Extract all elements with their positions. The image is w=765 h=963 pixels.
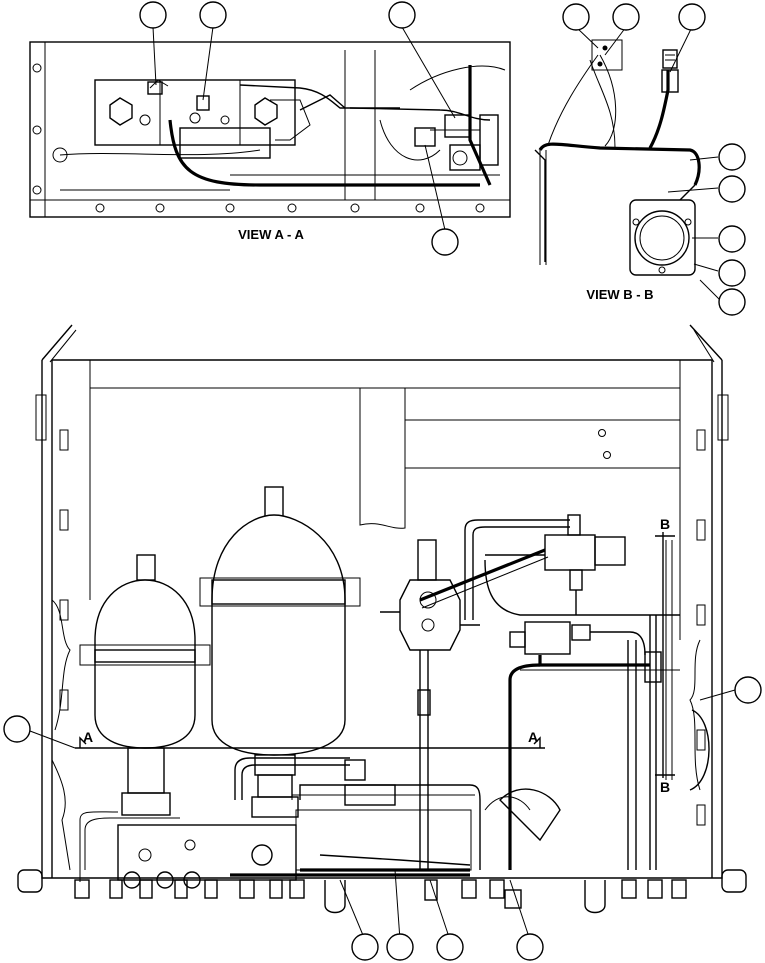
callout-bubble [718,225,746,253]
callout-bubble [351,933,379,961]
main-assembly-drawing [17,324,747,941]
callout-bubble [386,933,414,961]
section-b-top-label: B [660,516,670,532]
callout-bubble [388,1,416,29]
callout-bubble [718,175,746,203]
callout-bubble [199,1,227,29]
section-a-left-label: A [83,729,93,745]
section-b-bottom-label: B [660,779,670,795]
view-b-label: VIEW B - B [586,287,653,302]
callout-bubble [678,3,706,31]
callout-bubble [3,715,31,743]
callout-bubble [612,3,640,31]
view-b-drawing [534,26,721,301]
callout-bubble [718,259,746,287]
callout-bubble [562,3,590,31]
view-a-drawing [29,26,511,231]
view-a-label: VIEW A - A [238,227,304,242]
callout-bubble [734,676,762,704]
callout-bubble [431,228,459,256]
callout-bubble [436,933,464,961]
callout-bubble [718,143,746,171]
callout-bubbles [3,1,762,961]
callout-bubble [516,933,544,961]
callout-bubble [139,1,167,29]
callout-bubble [718,288,746,316]
section-a-right-label: A [528,729,538,745]
